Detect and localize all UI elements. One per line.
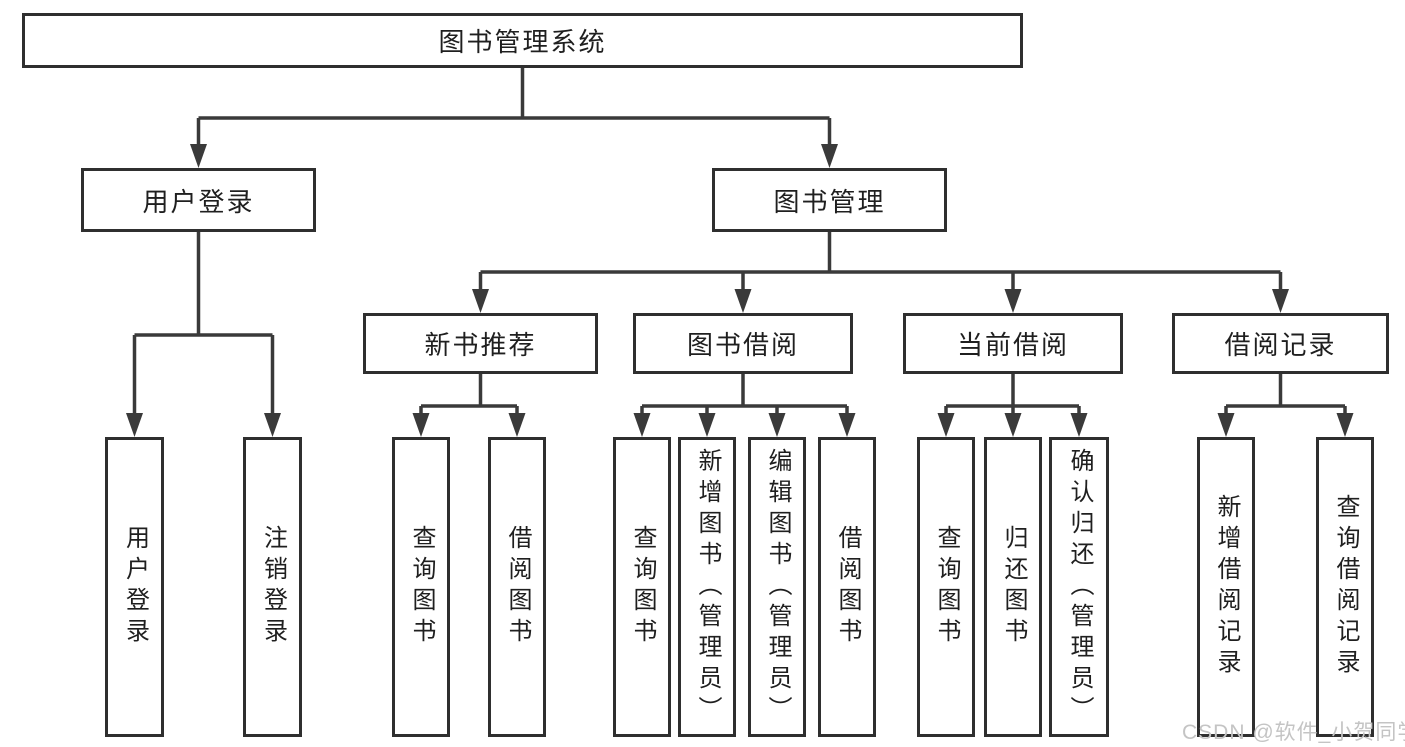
leaf-edit-books-admin: 编辑图书（管理员） <box>748 437 806 737</box>
leaf-add-borrow-record: 新增借阅记录 <box>1197 437 1255 737</box>
arrow-down-icon <box>633 413 651 437</box>
leaf-query-books-recommend: 查询图书 <box>392 437 450 737</box>
arrow-down-icon <box>412 413 430 437</box>
leaf-return-books: 归还图书 <box>984 437 1042 737</box>
leaf-label: 编辑图书（管理员） <box>764 447 791 727</box>
node-label: 当前借阅 <box>956 330 1069 360</box>
arrow-down-icon <box>937 413 955 437</box>
arrow-down-icon <box>1004 413 1022 437</box>
leaf-label: 查询借阅记录 <box>1332 494 1359 680</box>
connector-book-borrow-to-leaves <box>640 374 849 418</box>
arrow-down-icon <box>734 289 752 313</box>
node-user-login: 用户登录 <box>81 168 316 232</box>
node-borrow-records: 借阅记录 <box>1172 313 1389 374</box>
arrow-down-icon <box>838 413 856 437</box>
arrow-down-icon <box>768 413 786 437</box>
leaf-label: 查询图书 <box>933 525 960 649</box>
arrow-down-icon <box>472 289 489 313</box>
node-root-library-system: 图书管理系统 <box>22 13 1023 68</box>
arrow-down-icon <box>821 144 838 168</box>
leaf-borrow-books: 借阅图书 <box>818 437 876 737</box>
node-label: 用户登录 <box>142 186 255 217</box>
arrow-down-icon <box>190 144 207 168</box>
leaf-label: 查询图书 <box>408 525 435 649</box>
leaf-label: 注销登录 <box>259 525 287 649</box>
connector-book-mgmt-to-level3 <box>478 232 1283 294</box>
leaf-query-books-borrow: 查询图书 <box>613 437 671 737</box>
node-book-management: 图书管理 <box>712 168 947 232</box>
leaf-label: 用户登录 <box>121 525 149 649</box>
arrow-down-icon <box>1004 289 1022 313</box>
arrow-down-icon <box>1217 413 1235 437</box>
node-label: 图书借阅 <box>686 330 799 360</box>
connector-new-book-to-leaves <box>419 374 519 418</box>
leaf-label: 确认归还（管理员） <box>1066 447 1093 727</box>
connector-root-to-level2 <box>196 68 832 148</box>
leaf-label: 归还图书 <box>1000 525 1027 649</box>
csdn-watermark: CSDN @软件_小贺同学 <box>1182 721 1405 744</box>
leaf-label: 借阅图书 <box>504 525 531 649</box>
node-book-borrow: 图书借阅 <box>633 313 853 374</box>
leaf-label: 新增借阅记录 <box>1213 494 1240 680</box>
leaf-user-login: 用户登录 <box>105 437 164 737</box>
leaf-borrow-books-recommend: 借阅图书 <box>488 437 546 737</box>
leaf-query-books-current: 查询图书 <box>917 437 975 737</box>
connector-user-login-to-leaves <box>132 232 275 418</box>
leaf-label: 查询图书 <box>629 525 656 649</box>
leaf-label: 新增图书（管理员） <box>694 447 721 727</box>
leaf-query-borrow-record: 查询借阅记录 <box>1316 437 1374 737</box>
connector-borrow-records-to-leaves <box>1224 374 1347 418</box>
arrow-down-icon <box>508 413 526 437</box>
node-new-book-recommend: 新书推荐 <box>363 313 598 374</box>
arrow-down-icon <box>1272 289 1289 313</box>
node-label: 图书管理系统 <box>438 27 607 57</box>
leaf-add-books-admin: 新增图书（管理员） <box>678 437 736 737</box>
arrow-down-icon <box>1070 413 1088 437</box>
leaf-logout: 注销登录 <box>243 437 302 737</box>
arrow-down-icon <box>1336 413 1354 437</box>
node-label: 图书管理 <box>773 186 886 217</box>
connector-current-borrow-to-leaves <box>944 374 1081 418</box>
arrow-down-icon <box>126 413 143 437</box>
arrow-down-icon <box>264 413 281 437</box>
arrow-down-icon <box>698 413 716 437</box>
node-label: 借阅记录 <box>1224 330 1337 360</box>
node-current-borrow: 当前借阅 <box>903 313 1123 374</box>
node-label: 新书推荐 <box>424 330 537 360</box>
leaf-label: 借阅图书 <box>834 525 861 649</box>
leaf-confirm-return-admin: 确认归还（管理员） <box>1049 437 1109 737</box>
